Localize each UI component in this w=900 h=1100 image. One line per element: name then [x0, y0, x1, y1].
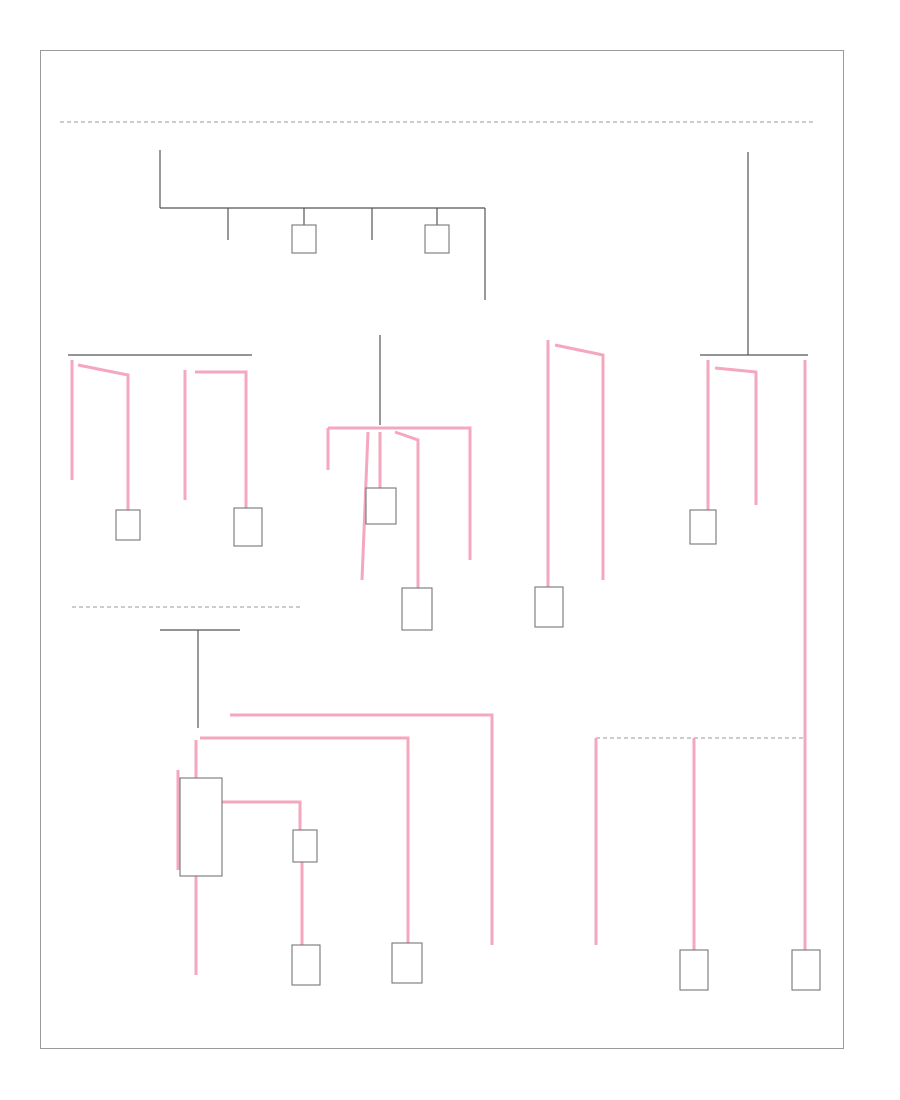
wire-r2 [714, 366, 758, 505]
wire-c-right [328, 426, 472, 560]
wire-rc2 [554, 343, 605, 580]
wire-l4 [195, 370, 248, 510]
relay-component [292, 829, 318, 863]
wire-relay-feed [222, 800, 302, 830]
lr-component-2 [679, 949, 709, 991]
left-component-2 [115, 509, 141, 541]
lr-component-3 [791, 949, 821, 991]
top-component-2 [291, 224, 317, 254]
center-component-1 [365, 487, 397, 525]
wire-c1 [360, 431, 370, 581]
lower-component-1 [291, 944, 321, 986]
right-component-1 [689, 509, 717, 545]
left-component-4 [233, 507, 263, 547]
lower-component-2 [391, 942, 423, 984]
wire-lower-mid [200, 736, 410, 945]
switch-block [179, 777, 223, 877]
center-component-2 [401, 587, 433, 631]
wire-lower-long [230, 713, 494, 945]
top-component-4 [424, 224, 450, 254]
wire-c3 [394, 430, 420, 588]
rc-component [534, 586, 564, 628]
wire-l2 [77, 363, 130, 512]
diagram-frame [40, 50, 844, 1049]
